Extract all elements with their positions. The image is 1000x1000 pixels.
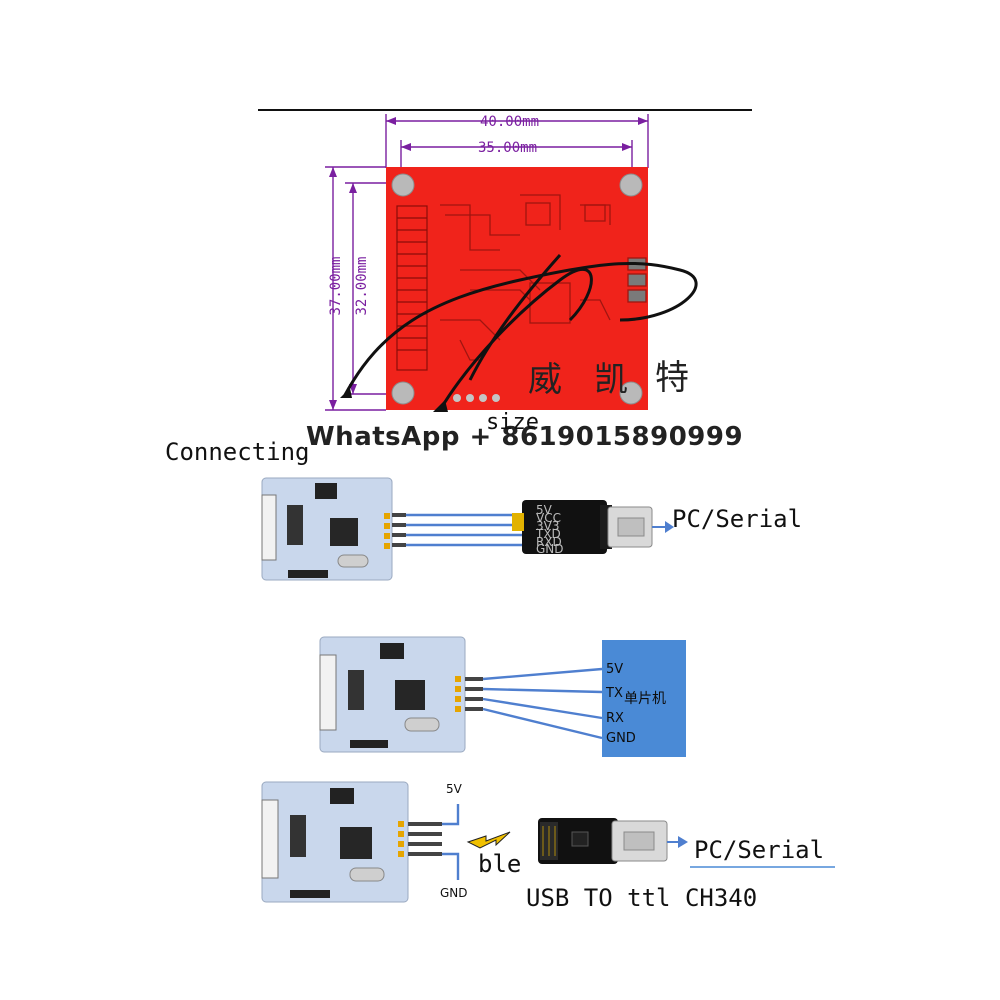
mcu-pin-rx: RX [606, 711, 624, 726]
watermark-char-3: 特 [655, 358, 689, 398]
mcu-pin-gnd: GND [606, 731, 636, 746]
svg-text:TXD: TXD [535, 527, 561, 541]
svg-text:5V: 5V [536, 503, 553, 517]
header-pins-2 [465, 677, 483, 711]
dim-height-outer: 37.00mm [328, 256, 344, 316]
module-board-1 [261, 477, 393, 581]
ble-vcc-label: 5V [446, 782, 462, 796]
svg-text:VCC: VCC [536, 511, 561, 525]
pcb-board [386, 167, 648, 410]
pcb-bottom-pads [453, 394, 500, 402]
watermark-scribble [343, 254, 698, 411]
connecting-label: Connecting [165, 438, 310, 466]
usb-ttl-adapter-ch340 [538, 818, 668, 864]
whatsapp-contact: WhatsApp + 8619015890999 [306, 422, 744, 452]
pc-serial-label-1: PC/Serial [672, 505, 803, 533]
mcu-box [602, 640, 686, 757]
size-label: size [486, 410, 539, 435]
dim-width-outer: 40.00mm [480, 114, 540, 130]
usb-ttl-adapter-1: 5V VCC 3V3 TXD RXD GND [512, 500, 653, 556]
usb-ttl-label: USB TO ttl CH340 [526, 884, 758, 912]
dimension-lines [325, 114, 649, 411]
dim-width-inner: 35.00mm [478, 140, 538, 156]
svg-text:3V3: 3V3 [536, 519, 559, 533]
svg-text:RXD: RXD [536, 535, 562, 549]
module-board-2 [319, 636, 466, 753]
ble-gnd-label: GND [440, 886, 468, 900]
pcb-connector-pads [396, 205, 428, 371]
mcu-name: 单片机 [624, 691, 666, 707]
lightning-icon [466, 831, 511, 849]
pc-serial-label-2: PC/Serial [694, 836, 825, 864]
header-pins-3 [408, 822, 442, 856]
watermark-char-2: 凯 [594, 360, 628, 400]
mcu-pin-tx: TX [606, 686, 623, 701]
mcu-pin-5v: 5V [606, 662, 624, 677]
arrow-to-pc-3 [667, 836, 688, 848]
arrow-to-pc-1 [652, 521, 674, 533]
svg-text:GND: GND [536, 542, 564, 556]
dimension-arrows [329, 117, 648, 410]
ble-label: ble [478, 850, 522, 878]
pcb-mount-holes [391, 173, 643, 405]
wires-1 [406, 513, 525, 547]
header-pins-1 [392, 513, 406, 547]
watermark-char-1: 威 [528, 360, 562, 400]
wires-3 [442, 804, 460, 880]
dim-height-inner: 32.00mm [354, 256, 370, 316]
module-board-3 [261, 781, 409, 903]
wires-2 [482, 667, 603, 740]
